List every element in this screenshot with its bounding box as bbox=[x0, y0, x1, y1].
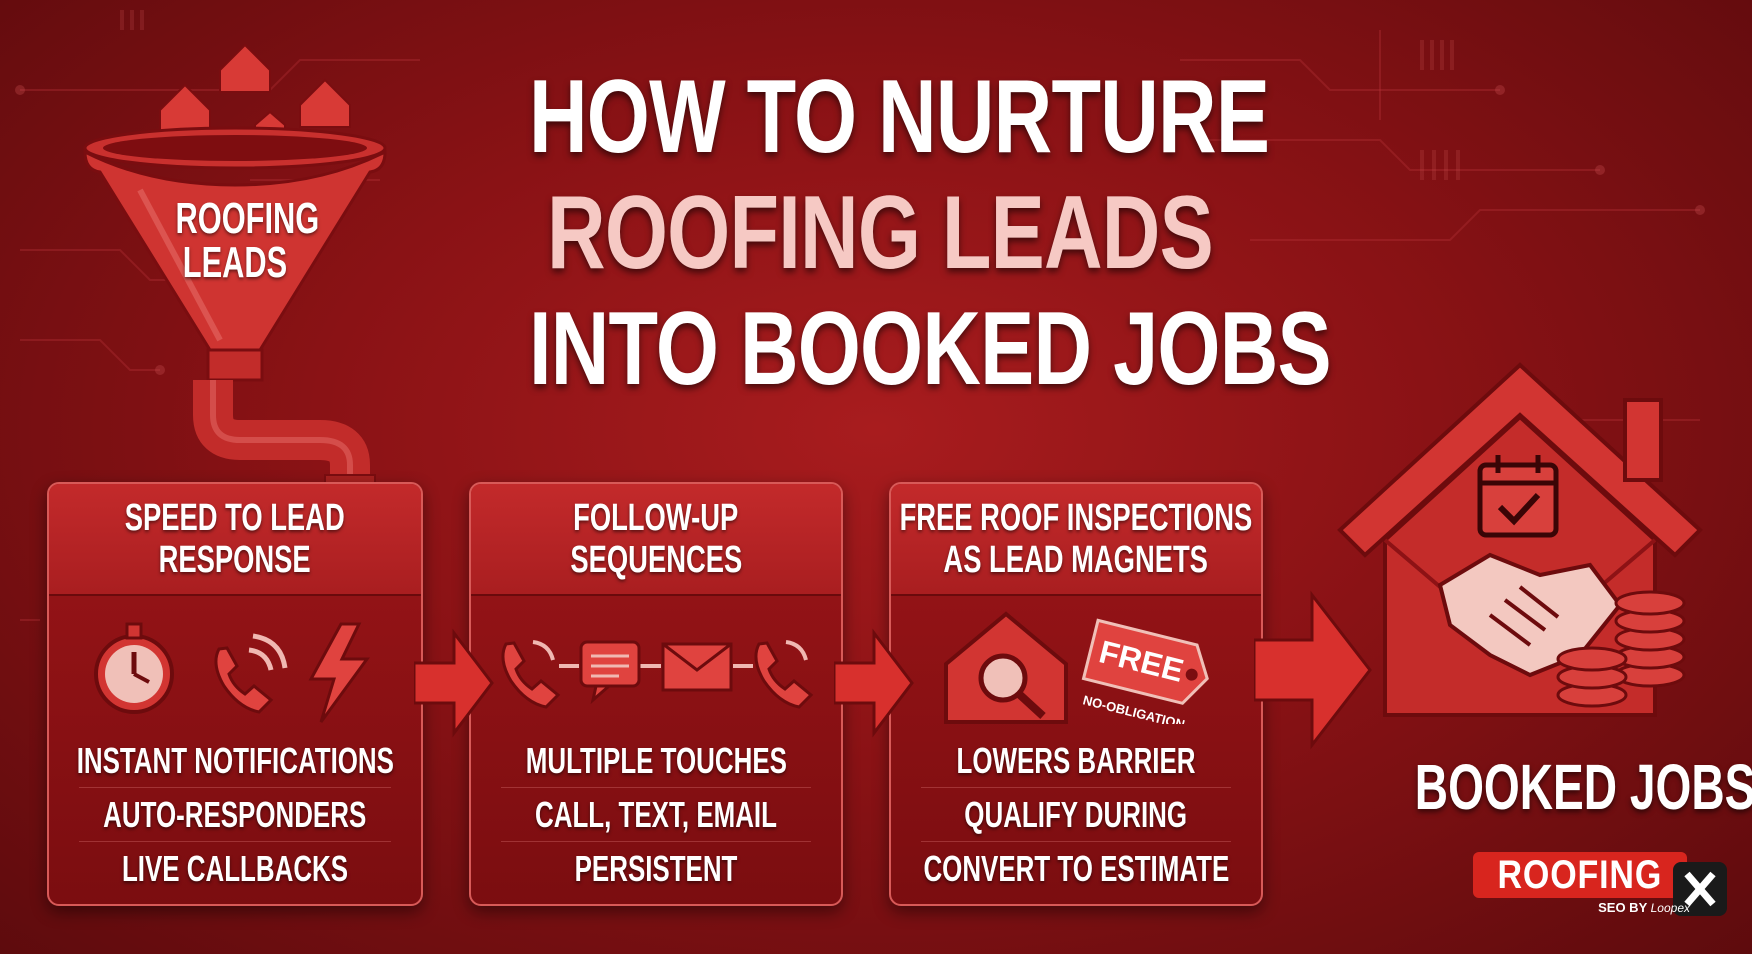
list-item: INSTANT NOTIFICATIONS bbox=[76, 734, 394, 788]
step-heading-line-2: AS LEAD MAGNETS bbox=[943, 539, 1209, 581]
step-panel-free-inspections: FREE ROOF INSPECTIONS AS LEAD MAGNETS FR… bbox=[889, 482, 1263, 906]
step-heading-line-2: SEQUENCES bbox=[570, 539, 742, 581]
brand-x-icon bbox=[1673, 862, 1727, 916]
brand-byline: SEO BY Loopex bbox=[1598, 900, 1690, 915]
list-item: CONVERT TO ESTIMATE bbox=[923, 847, 1229, 889]
step-panel-speed-to-lead: SPEED TO LEAD RESPONSE INSTANT NOTIFICAT… bbox=[47, 482, 423, 906]
list-item: CALL, TEXT, EMAIL bbox=[501, 788, 811, 842]
step-list: MULTIPLE TOUCHES CALL, TEXT, EMAIL PERSI… bbox=[471, 734, 841, 895]
list-item: QUALIFY DURING bbox=[921, 788, 1231, 842]
step-list: INSTANT NOTIFICATIONS AUTO-RESPONDERS LI… bbox=[49, 734, 421, 895]
arrow-right-icon bbox=[1254, 590, 1372, 750]
step-icons bbox=[501, 640, 814, 709]
arrow-right-icon bbox=[834, 628, 914, 738]
calendar-check-icon bbox=[1477, 455, 1559, 538]
brand-name: ROOFING bbox=[1497, 852, 1663, 897]
list-item: MULTIPLE TOUCHES bbox=[501, 734, 811, 788]
step-icons bbox=[94, 622, 370, 723]
step-heading: FOLLOW-UP SEQUENCES bbox=[471, 484, 841, 596]
title-line-2: ROOFING LEADS bbox=[547, 175, 1214, 291]
chat-bubble-icon bbox=[579, 640, 641, 705]
phone-call-icon bbox=[754, 640, 814, 709]
title-line-3: INTO BOOKED JOBS bbox=[529, 291, 1332, 407]
title-line-1: HOW TO NURTURE bbox=[529, 59, 1270, 175]
list-item: PERSISTENT bbox=[574, 847, 738, 889]
handshake-icon bbox=[1437, 552, 1623, 678]
funnel-label-line-2: LEADS bbox=[182, 238, 288, 287]
funnel-label-line-1: ROOFING bbox=[175, 194, 320, 243]
free-tag-icon: FREE NO-OBLIGATION bbox=[1081, 618, 1209, 724]
house-magnifier-icon bbox=[944, 611, 1068, 724]
step-list: LOWERS BARRIER QUALIFY DURING CONVERT TO… bbox=[891, 734, 1261, 895]
coin-stack-icon bbox=[1556, 590, 1686, 708]
phone-call-icon bbox=[501, 640, 561, 709]
step-heading-line-1: FOLLOW-UP bbox=[573, 497, 739, 539]
list-item: LIVE CALLBACKS bbox=[121, 847, 349, 889]
list-item: LOWERS BARRIER bbox=[921, 734, 1231, 788]
step-heading: FREE ROOF INSPECTIONS AS LEAD MAGNETS bbox=[891, 484, 1261, 596]
step-heading-line-2: RESPONSE bbox=[158, 539, 312, 581]
funnel-icon bbox=[83, 43, 387, 490]
house-icon bbox=[1337, 362, 1703, 717]
lightning-icon bbox=[308, 622, 370, 723]
stopwatch-icon bbox=[94, 622, 174, 714]
booked-jobs-label: BOOKED JOBS bbox=[1414, 751, 1752, 823]
brand-logo: ROOFING bbox=[1473, 852, 1687, 898]
step-panel-follow-up: FOLLOW-UP SEQUENCES bbox=[469, 482, 843, 906]
step-heading-line-1: FREE ROOF INSPECTIONS bbox=[899, 497, 1253, 539]
list-item: AUTO-RESPONDERS bbox=[79, 788, 391, 842]
step-icons: FREE NO-OBLIGATION bbox=[944, 611, 1209, 724]
step-heading-line-1: SPEED TO LEAD bbox=[125, 497, 345, 539]
envelope-icon bbox=[661, 642, 733, 692]
phone-call-icon bbox=[214, 633, 288, 714]
arrow-right-icon bbox=[414, 628, 494, 738]
step-heading: SPEED TO LEAD RESPONSE bbox=[49, 484, 421, 596]
